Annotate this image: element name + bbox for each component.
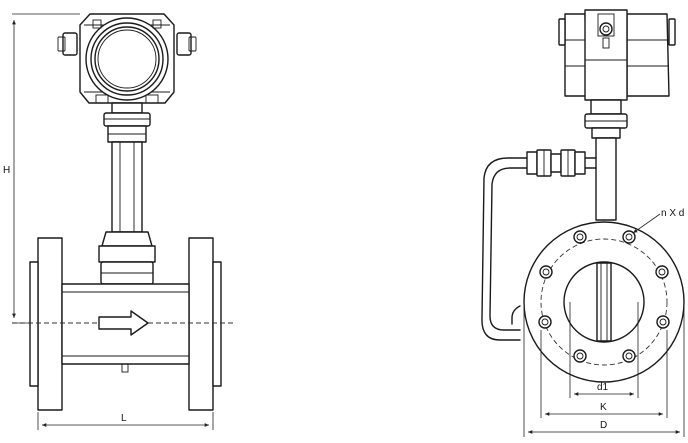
length-dimension-label: L bbox=[121, 413, 127, 424]
bolt-holes-callout: n X d bbox=[632, 208, 684, 234]
height-dimension-label: H bbox=[3, 165, 10, 176]
flow-direction-arrow-icon bbox=[98, 310, 149, 336]
length-dimension: L bbox=[37, 412, 214, 430]
height-dimension: H bbox=[3, 13, 80, 324]
flange-face bbox=[523, 221, 685, 383]
bolt-circle bbox=[540, 238, 668, 366]
cable-gland-icon bbox=[599, 22, 613, 36]
bolt-holes bbox=[538, 230, 670, 363]
transmitter-housing bbox=[57, 13, 197, 104]
front-view: n X d d1 K D bbox=[481, 9, 685, 437]
front-neck bbox=[584, 99, 628, 221]
meter-body bbox=[12, 237, 236, 411]
side-view: H L bbox=[3, 13, 236, 430]
bore-dimension-label: d1 bbox=[597, 382, 609, 393]
flange-diameter-dimension: D bbox=[523, 302, 685, 437]
bolt-holes-label: n X d bbox=[661, 208, 684, 219]
bolt-circle-dimension: K bbox=[540, 330, 668, 418]
transmitter-housing-side bbox=[558, 9, 676, 101]
flange-diameter-dimension-label: D bbox=[600, 420, 607, 431]
impulse-tube bbox=[481, 149, 597, 341]
bluff-body bbox=[596, 262, 612, 342]
neck-stem bbox=[98, 102, 156, 285]
bolt-circle-dimension-label: K bbox=[600, 402, 607, 413]
bore-dimension: d1 bbox=[569, 302, 639, 398]
